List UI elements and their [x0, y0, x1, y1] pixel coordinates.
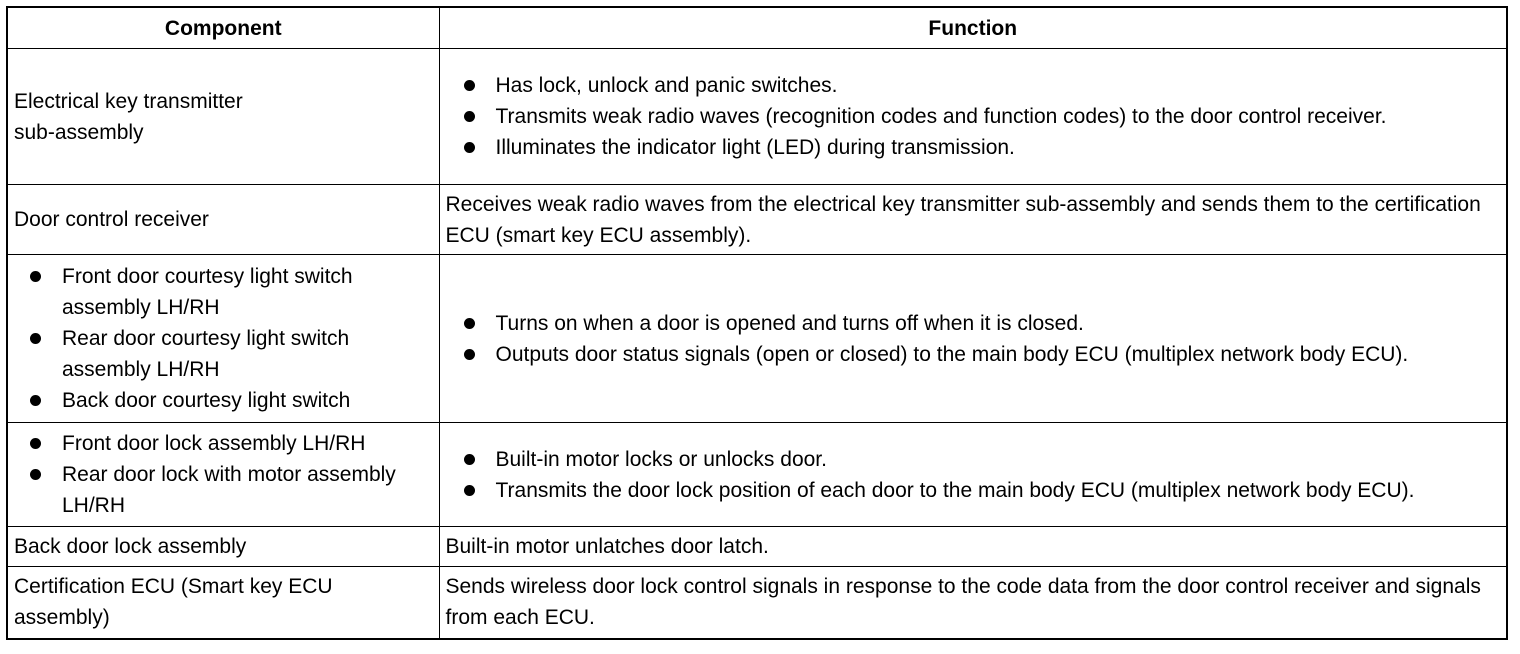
list-item: Transmits weak radio waves (recognition …	[446, 101, 1501, 132]
table-row: Certification ECU (Smart key ECU assembl…	[6, 566, 1508, 639]
list-item: Rear door lock with motor assembly LH/RH	[14, 459, 433, 521]
list-item: Outputs door status signals (open or clo…	[446, 339, 1501, 370]
bullet-icon	[463, 317, 475, 329]
table-row: Front door courtesy light switch assembl…	[6, 254, 1508, 423]
bullet-icon	[463, 80, 475, 91]
bullet-icon	[30, 395, 41, 406]
header-function: Function	[438, 6, 1508, 49]
component-cell: Electrical key transmitter sub-assembly	[6, 48, 440, 185]
table-row: Door control receiver Receives weak radi…	[6, 184, 1508, 255]
bullet-icon	[463, 111, 475, 122]
component-cell: Certification ECU (Smart key ECU assembl…	[6, 566, 440, 639]
bullet-icon	[30, 469, 41, 480]
table-header-row: Component Function	[6, 6, 1508, 49]
header-component: Component	[6, 6, 440, 49]
component-cell: Front door courtesy light switch assembl…	[6, 254, 440, 423]
list-item: Front door lock assembly LH/RH	[14, 428, 433, 459]
component-line: sub-assembly	[14, 120, 144, 144]
table-row: Front door lock assembly LH/RH Rear door…	[6, 422, 1508, 527]
document-page: Component Function Electrical key transm…	[6, 6, 1508, 640]
bullet-icon	[463, 453, 475, 465]
component-list: Front door lock assembly LH/RH Rear door…	[14, 428, 433, 521]
list-item: Turns on when a door is opened and turns…	[446, 308, 1501, 339]
function-cell: Receives weak radio waves from the elect…	[438, 184, 1508, 255]
function-list: Built-in motor locks or unlocks door. Tr…	[446, 444, 1501, 506]
list-item: Has lock, unlock and panic switches.	[446, 70, 1501, 101]
component-list: Front door courtesy light switch assembl…	[14, 261, 433, 416]
table-row: Electrical key transmitter sub-assembly …	[6, 48, 1508, 185]
bullet-icon	[30, 438, 41, 449]
bullet-icon	[30, 333, 41, 344]
bullet-icon	[463, 348, 475, 360]
function-list: Has lock, unlock and panic switches. Tra…	[446, 70, 1501, 163]
list-item: Back door courtesy light switch	[14, 385, 433, 416]
component-line: assembly)	[14, 606, 110, 630]
function-cell: Built-in motor unlatches door latch.	[438, 526, 1508, 567]
component-line: Certification ECU (Smart key ECU	[14, 575, 333, 599]
table-row: Back door lock assembly Built-in motor u…	[6, 526, 1508, 567]
list-item: Front door courtesy light switch assembl…	[14, 261, 433, 323]
component-function-table: Component Function Electrical key transm…	[6, 6, 1508, 640]
component-cell: Back door lock assembly	[6, 526, 440, 567]
function-cell: Built-in motor locks or unlocks door. Tr…	[438, 422, 1508, 527]
list-item: Illuminates the indicator light (LED) du…	[446, 132, 1501, 163]
bullet-icon	[463, 142, 475, 153]
bullet-icon	[30, 271, 41, 282]
function-cell: Turns on when a door is opened and turns…	[438, 254, 1508, 423]
list-item: Built-in motor locks or unlocks door.	[446, 444, 1501, 475]
function-cell: Has lock, unlock and panic switches. Tra…	[438, 48, 1508, 185]
component-cell: Front door lock assembly LH/RH Rear door…	[6, 422, 440, 527]
function-list: Turns on when a door is opened and turns…	[446, 308, 1501, 370]
component-cell: Door control receiver	[6, 184, 440, 255]
list-item: Transmits the door lock position of each…	[446, 475, 1501, 506]
bullet-icon	[463, 484, 475, 496]
list-item: Rear door courtesy light switch assembly…	[14, 323, 433, 385]
component-line: Electrical key transmitter	[14, 89, 243, 113]
function-cell: Sends wireless door lock control signals…	[438, 566, 1508, 639]
